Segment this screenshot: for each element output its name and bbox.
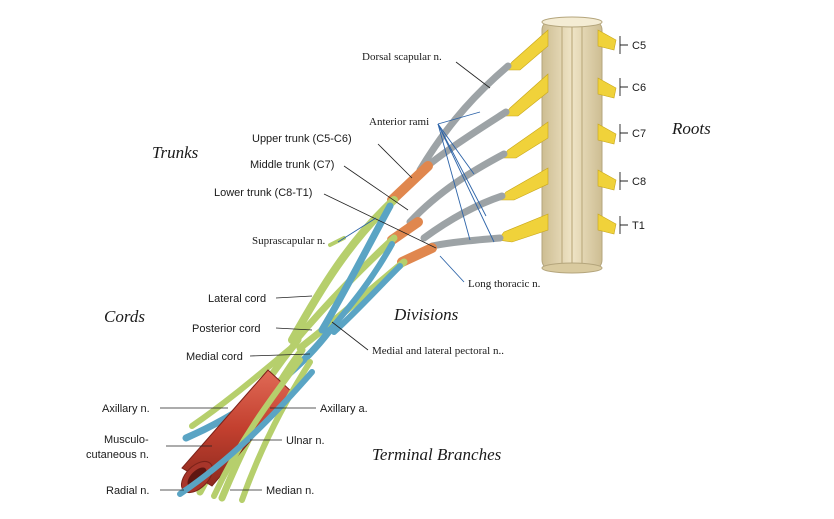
label-dorsal-scapular: Dorsal scapular n.	[362, 51, 442, 63]
label-musculocutaneous-2: cutaneous n.	[86, 449, 149, 461]
root-label-t1: T1	[632, 220, 645, 232]
root-brackets	[619, 36, 628, 234]
label-axillary-artery: Axillary a.	[320, 403, 368, 415]
anterior-rami	[406, 62, 512, 250]
label-middle-trunk: Middle trunk (C7)	[250, 159, 334, 171]
label-musculocutaneous-1: Musculo-	[104, 434, 149, 446]
root-label-c5: C5	[632, 40, 646, 52]
root-label-c8: C8	[632, 176, 646, 188]
label-lateral-cord: Lateral cord	[208, 293, 266, 305]
spinal-cord	[541, 16, 603, 274]
root-label-c7: C7	[632, 128, 646, 140]
label-pectoral: Medial and lateral pectoral n..	[372, 345, 504, 357]
label-posterior-cord: Posterior cord	[192, 323, 260, 335]
label-long-thoracic: Long thoracic n.	[468, 278, 541, 290]
trunks	[387, 161, 437, 267]
label-radial: Radial n.	[106, 485, 149, 497]
label-median: Median n.	[266, 485, 314, 497]
rootlets	[497, 29, 617, 243]
label-medial-cord: Medial cord	[186, 351, 243, 363]
label-suprascapular: Suprascapular n.	[252, 235, 326, 247]
section-terminal-branches: Terminal Branches	[372, 445, 502, 464]
section-cords: Cords	[104, 307, 145, 326]
label-lower-trunk: Lower trunk (C8-T1)	[214, 187, 312, 199]
section-divisions: Divisions	[393, 305, 459, 324]
label-ulnar: Ulnar n.	[286, 435, 325, 447]
terminal-nerves	[177, 357, 315, 503]
leader-lines	[160, 61, 495, 491]
label-anterior-rami: Anterior rami	[369, 116, 429, 128]
label-axillary-nerve: Axillary n.	[102, 403, 150, 415]
section-trunks: Trunks	[152, 143, 199, 162]
section-roots: Roots	[671, 119, 711, 138]
label-upper-trunk: Upper trunk (C5-C6)	[252, 133, 352, 145]
root-label-c6: C6	[632, 82, 646, 94]
